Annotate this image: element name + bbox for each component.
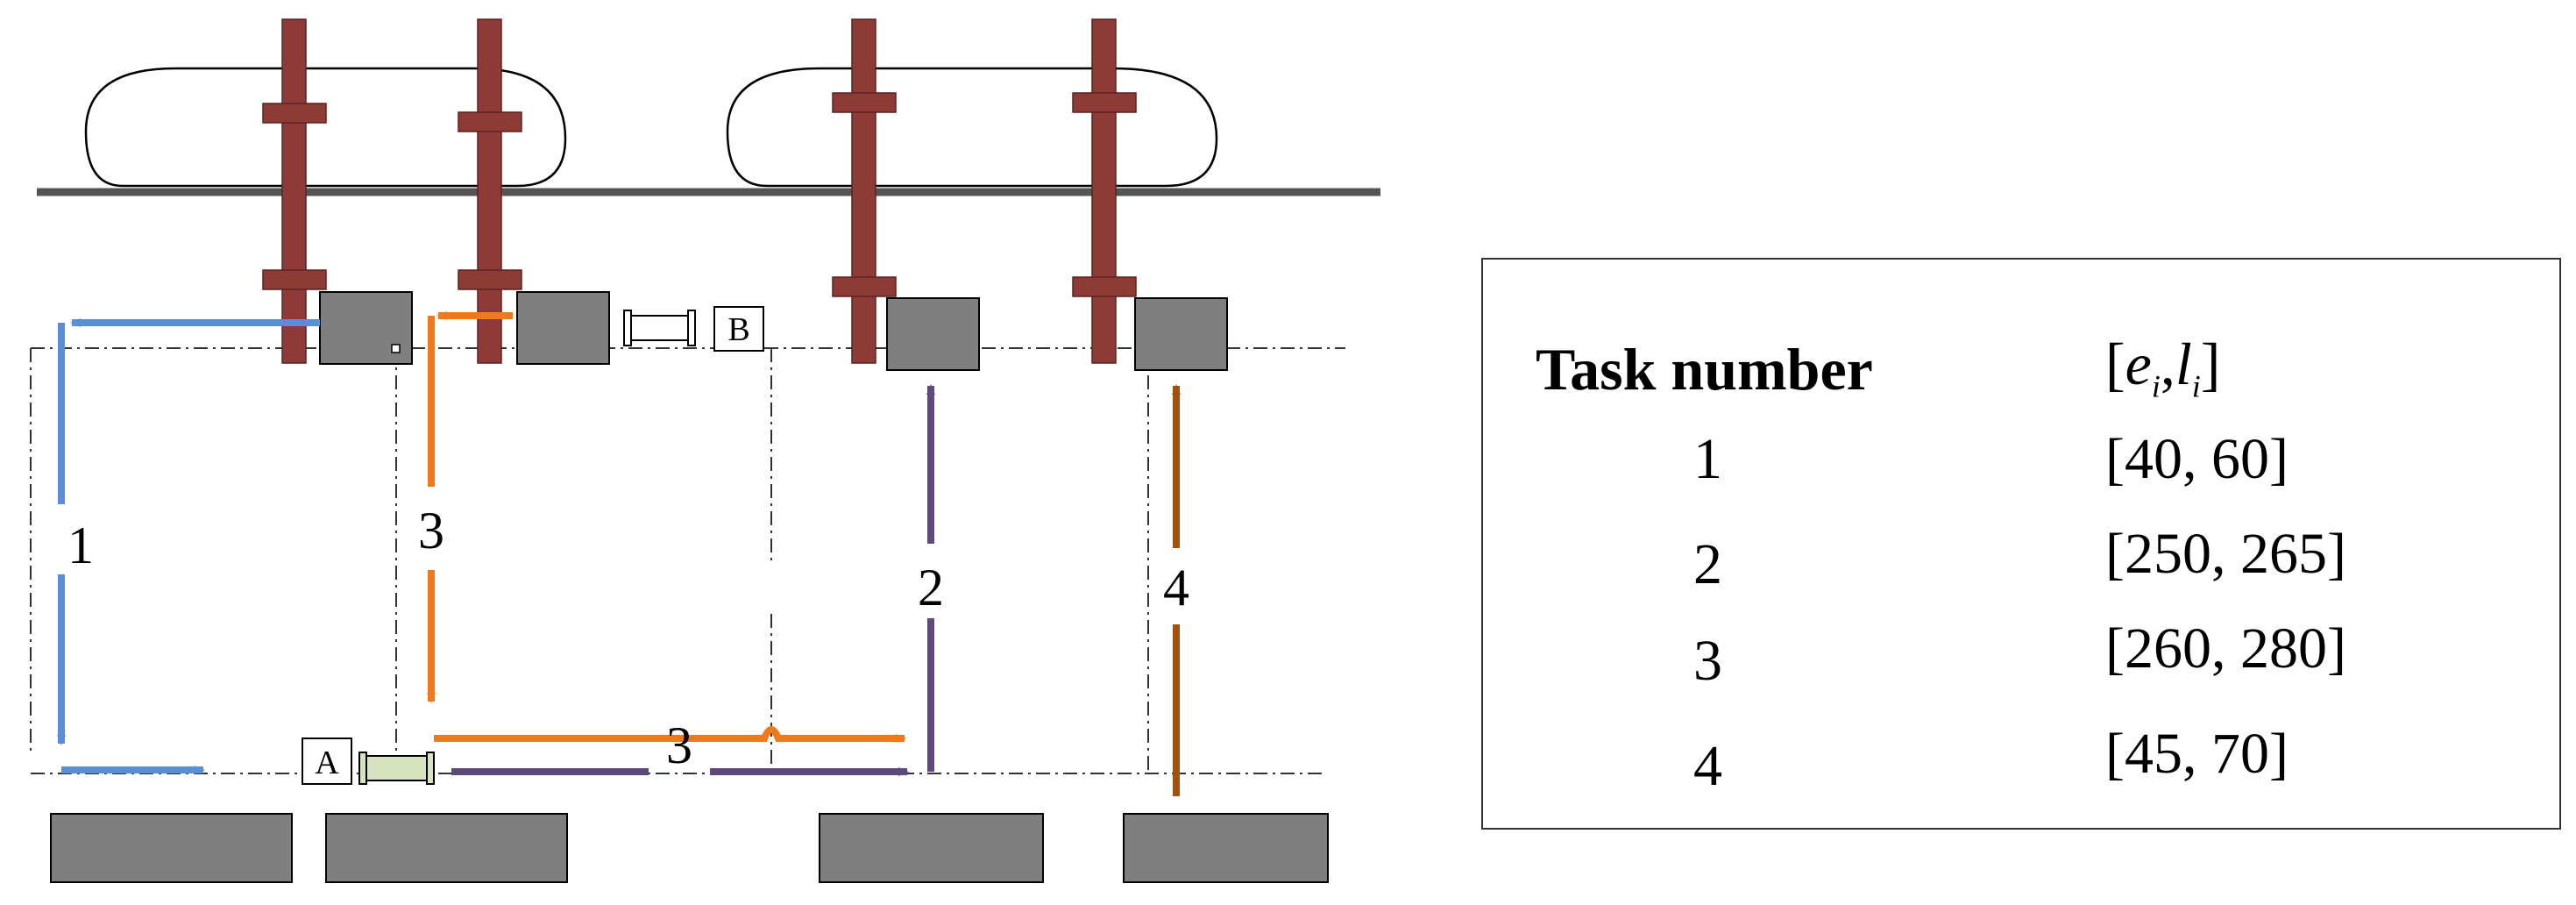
header-l-sub: i <box>2191 368 2201 404</box>
header-bracket-open: [ <box>2105 331 2125 397</box>
header-e-sub: i <box>2151 368 2161 404</box>
row-1-window: [40, 60] <box>2105 427 2289 491</box>
route-label-4: 4 <box>1163 559 1189 616</box>
vehicle-b <box>623 310 696 346</box>
route-label-3-vertical: 3 <box>418 502 444 559</box>
row-3-window: [260, 280] <box>2105 616 2346 681</box>
header-time-window: [ei,li] <box>2105 330 2220 405</box>
row-4-task: 4 <box>1693 734 1722 798</box>
row-2-task: 2 <box>1693 532 1722 596</box>
header-bracket-close: ] <box>2200 331 2221 397</box>
header-comma: , <box>2160 331 2175 397</box>
quay-crane-2 <box>458 18 522 364</box>
route-label-2: 2 <box>918 559 944 616</box>
route-2 <box>451 384 935 776</box>
row-2-window: [250, 265] <box>2105 522 2346 586</box>
quay-crane-4 <box>1072 18 1137 364</box>
task-table: Task number [ei,li] 1 [40, 60] 2 [250, 2… <box>1481 258 2561 830</box>
quay-crane-1 <box>262 18 327 364</box>
vehicle-a <box>358 752 435 785</box>
quay-containers <box>319 291 1228 371</box>
row-3-task: 3 <box>1693 629 1722 693</box>
marker-b-box <box>713 306 764 352</box>
route-label-3-horizontal: 3 <box>666 716 692 774</box>
route-1 <box>57 318 320 774</box>
marker-a-box <box>302 738 352 785</box>
header-l: l <box>2175 331 2192 397</box>
quay-crane-3 <box>832 18 897 364</box>
row-4-window: [45, 70] <box>2105 722 2289 786</box>
lane-lines <box>30 347 1345 774</box>
route-label-1: 1 <box>67 517 94 574</box>
vessel-right <box>726 67 1218 188</box>
marker-b-label: B <box>727 311 749 348</box>
yard-blocks <box>50 813 1329 883</box>
route-3 <box>427 311 906 743</box>
header-task-number: Task number <box>1536 336 1873 403</box>
vessel-left <box>84 67 567 188</box>
row-1-task: 1 <box>1693 427 1722 491</box>
header-e: e <box>2125 331 2152 397</box>
marker-a-label: A <box>315 745 339 781</box>
small-marker <box>391 344 401 353</box>
